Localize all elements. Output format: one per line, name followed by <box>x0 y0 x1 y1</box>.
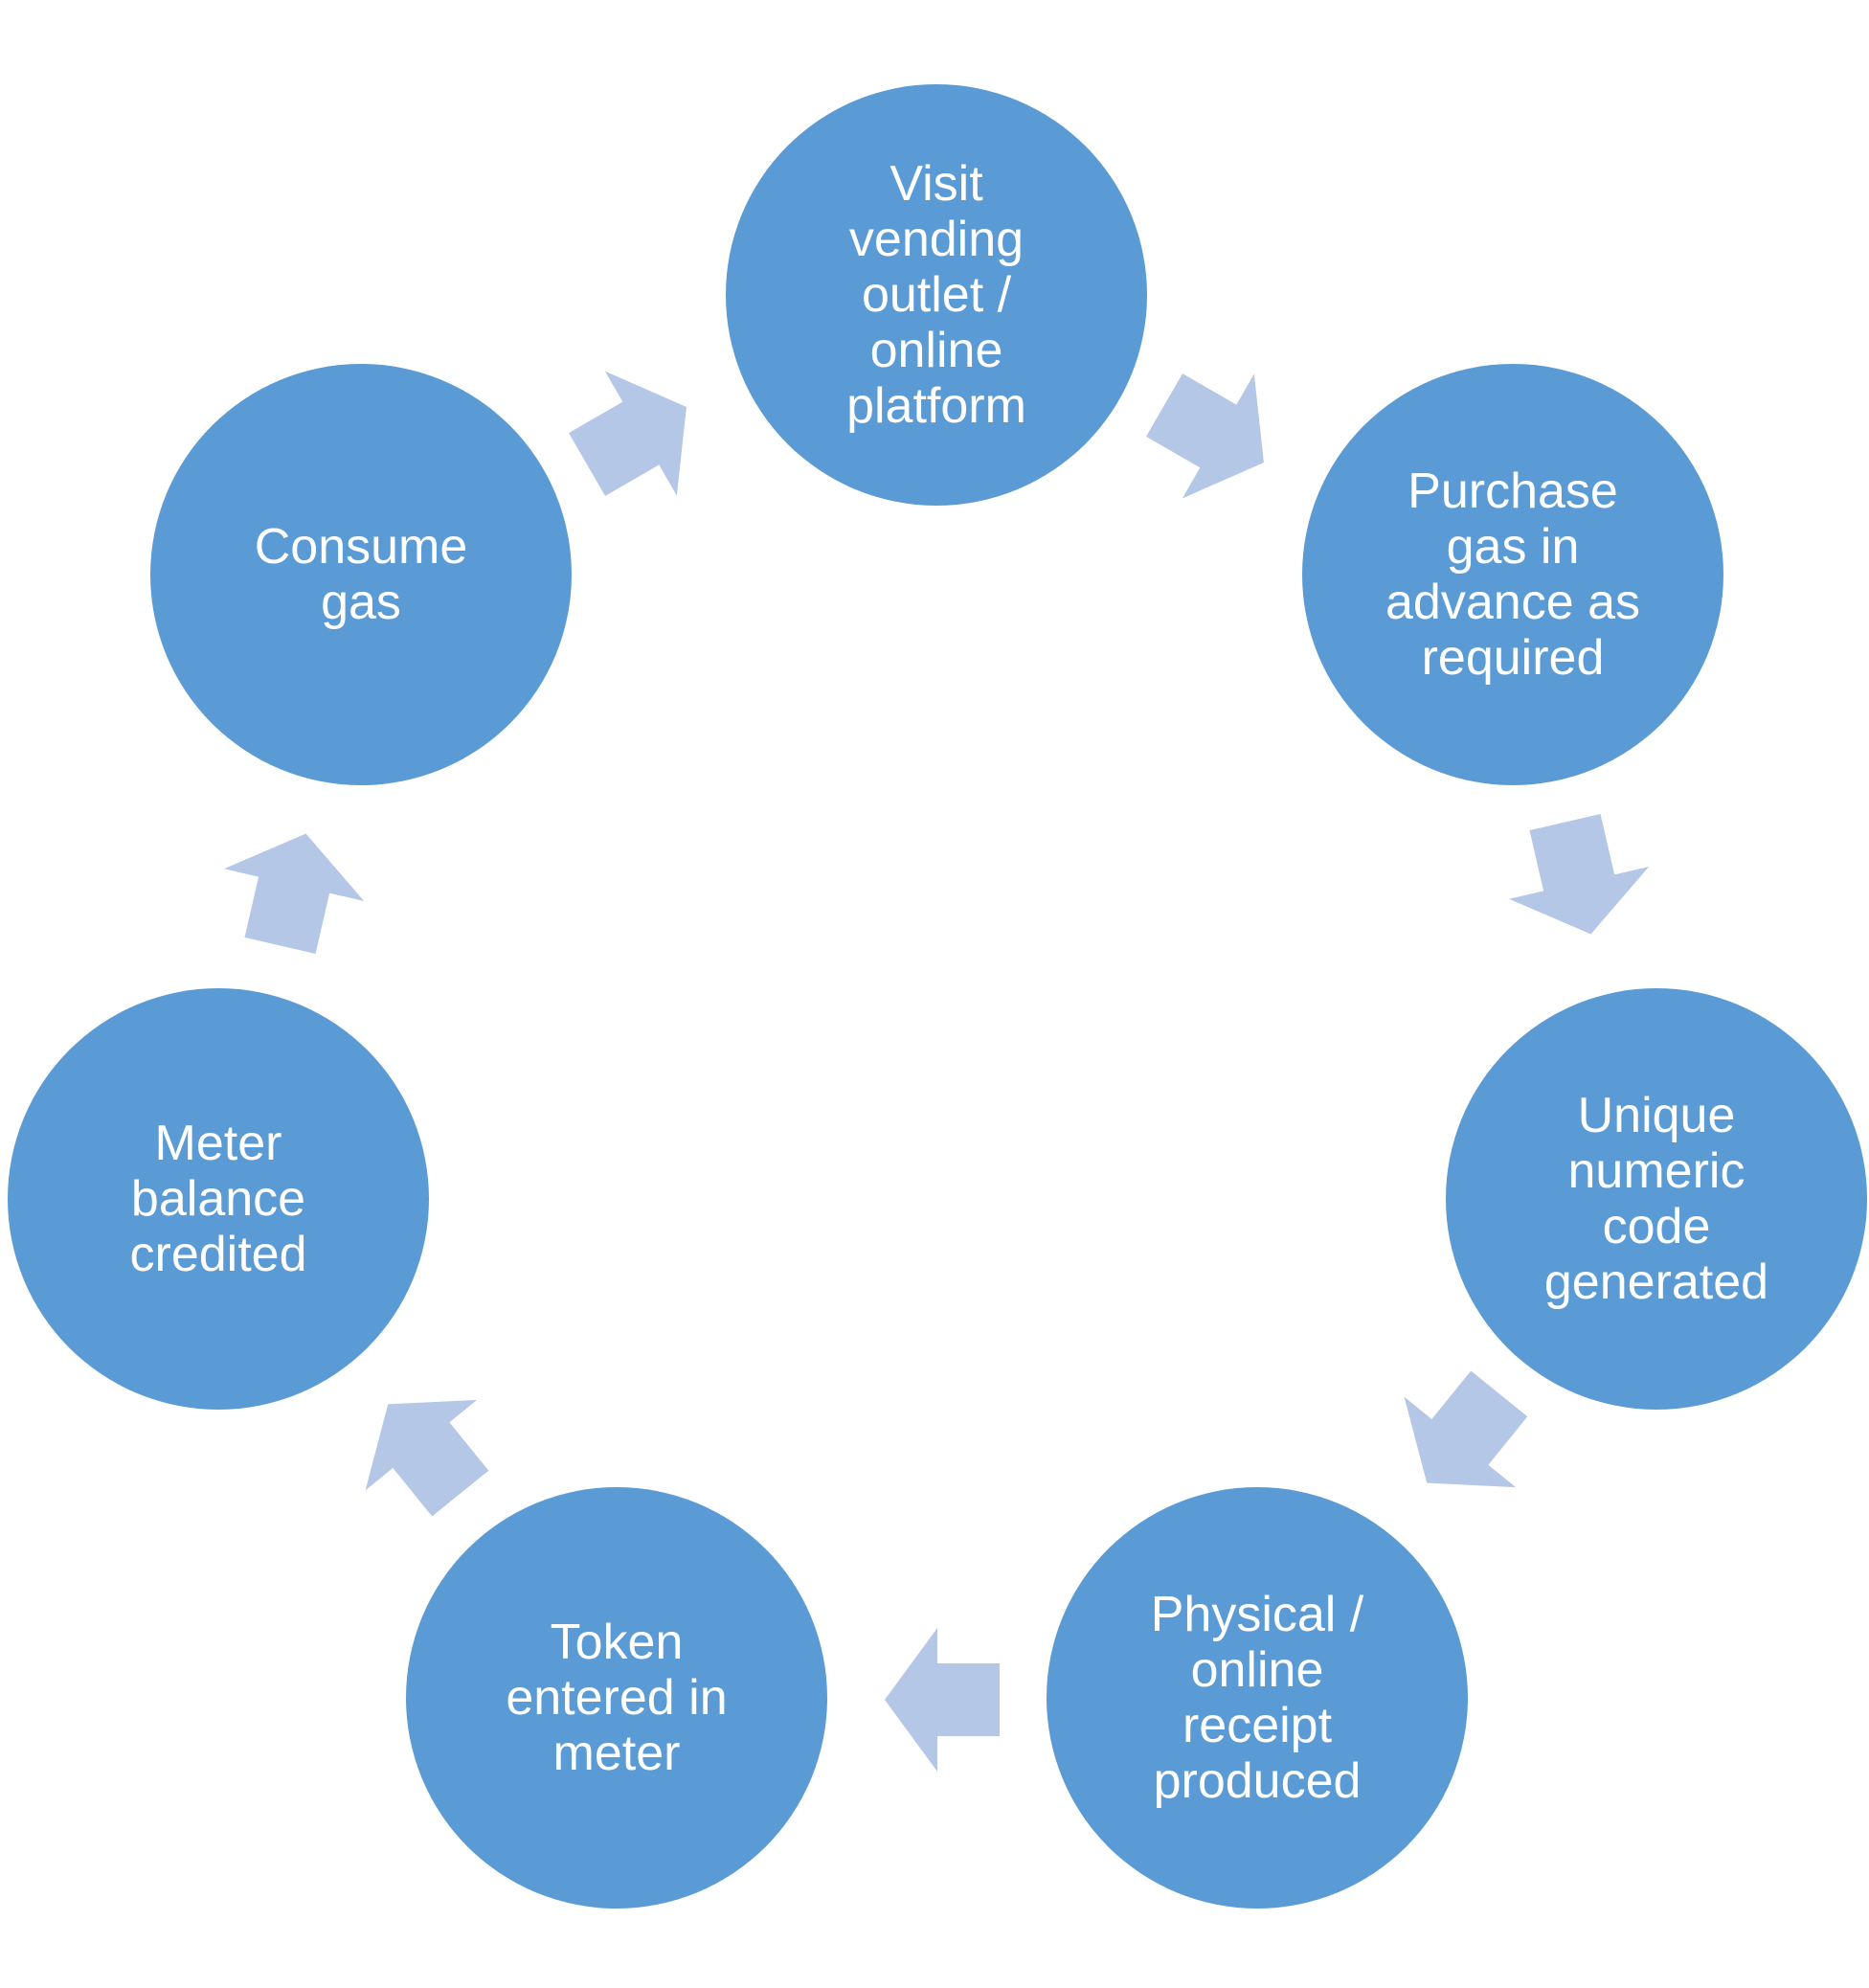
node-purchase-gas: Purchase gas in advance as required <box>1302 364 1723 785</box>
node-label: Visit vending outlet / online platform <box>846 156 1026 434</box>
node-receipt-produced: Physical / online receipt produced <box>1047 1487 1468 1909</box>
arrow-credited-to-consume <box>224 833 365 955</box>
node-label: Unique numeric code generated <box>1543 1088 1769 1310</box>
node-label: Meter balance credited <box>129 1116 307 1282</box>
node-meter-balance-credited: Meter balance credited <box>8 988 429 1410</box>
node-token-entered: Token entered in meter <box>406 1487 827 1909</box>
node-visit-vending-outlet: Visit vending outlet / online platform <box>726 84 1147 506</box>
node-label: Token entered in meter <box>506 1615 728 1781</box>
arrow-purchase-to-code <box>1509 813 1650 935</box>
arrow-receipt-to-token <box>885 1628 1000 1772</box>
node-consume-gas: Consume gas <box>150 364 572 785</box>
arrow-code-to-receipt <box>1404 1370 1528 1488</box>
node-label: Purchase gas in advance as required <box>1385 463 1640 686</box>
node-label: Consume gas <box>254 519 468 630</box>
arrow-token-to-credited <box>365 1399 489 1517</box>
node-unique-code-generated: Unique numeric code generated <box>1446 988 1867 1410</box>
arrow-consume-to-visit <box>569 371 687 496</box>
node-label: Physical / online receipt produced <box>1150 1587 1364 1809</box>
arrow-visit-to-purchase <box>1146 373 1264 499</box>
